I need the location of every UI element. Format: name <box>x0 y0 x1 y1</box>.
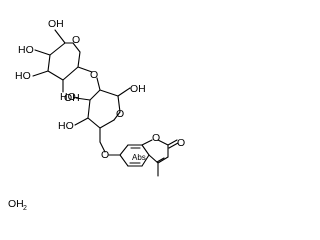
label-o-lactone: O <box>152 132 160 144</box>
label-oh-ch2-top: OH <box>48 18 64 30</box>
chemical-structure: OH O HO HO OH O HO OH HO O O O O Abs OH … <box>8 18 185 212</box>
label-ho-mid-upper: HO <box>60 91 76 103</box>
middle-sugar-ring <box>74 77 131 153</box>
label-oh-top-anomeric: OH <box>64 92 80 104</box>
water-formula: OH 2 <box>8 198 27 212</box>
atom-labels: OH O HO HO OH O HO OH HO O O O O Abs <box>15 18 185 162</box>
label-abs-mark: Abs <box>132 153 146 162</box>
label-ho-mid-lower: HO <box>58 120 74 132</box>
label-o-ring-mid: O <box>116 108 124 120</box>
label-o-ring-top: O <box>72 34 80 46</box>
label-oh-mid-ch2: OH <box>130 83 146 95</box>
label-ho-top-upper: HO <box>18 44 34 56</box>
label-o-glycosidic: O <box>90 69 98 81</box>
label-water-prefix: OH <box>8 198 24 210</box>
label-water-subscript: 2 <box>23 205 27 212</box>
label-o-aryl: O <box>101 149 109 161</box>
label-ho-top-lower: HO <box>15 70 31 82</box>
coumarin-system <box>108 139 179 177</box>
label-o-carbonyl: O <box>177 137 185 149</box>
top-sugar-ring <box>32 29 93 93</box>
